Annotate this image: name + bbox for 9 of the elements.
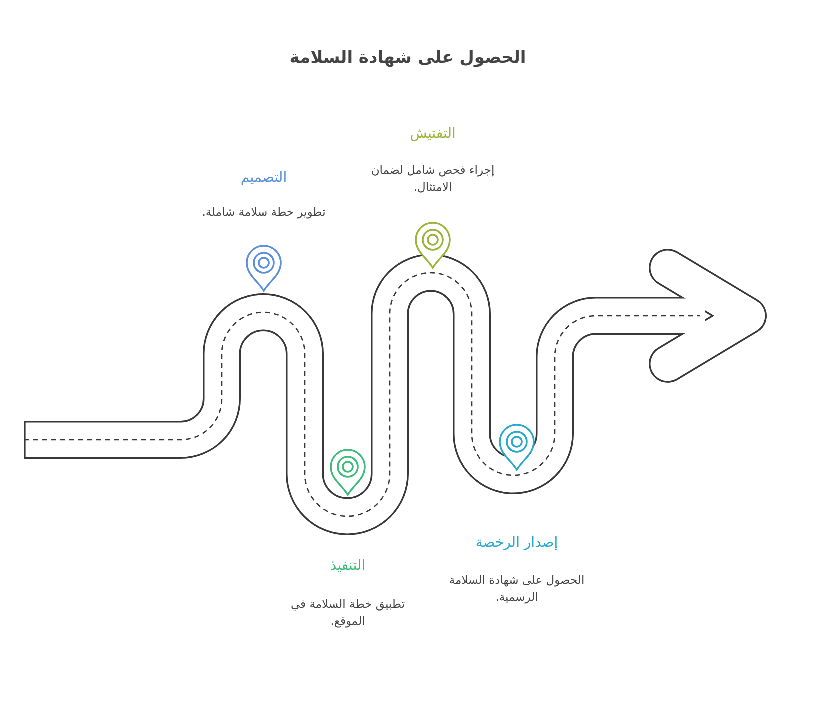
step-description: تطبيق خطة السلامة في الموقع.: [290, 596, 406, 630]
step-heading: التفتيش: [409, 126, 457, 143]
title: الحصول على شهادة السلامة: [290, 50, 526, 67]
step-heading: التنفيذ: [329, 558, 367, 575]
step-description: الحصول على شهادة السلامة الرسمية.: [448, 572, 586, 606]
step-description: تطوير خطة سلامة شاملة.: [201, 204, 327, 221]
step-description: إجراء فحص شامل لضمان الامتثال.: [370, 162, 496, 196]
step-heading: إصدار الرخصة: [474, 535, 560, 552]
step-heading: التصميم: [240, 170, 288, 187]
